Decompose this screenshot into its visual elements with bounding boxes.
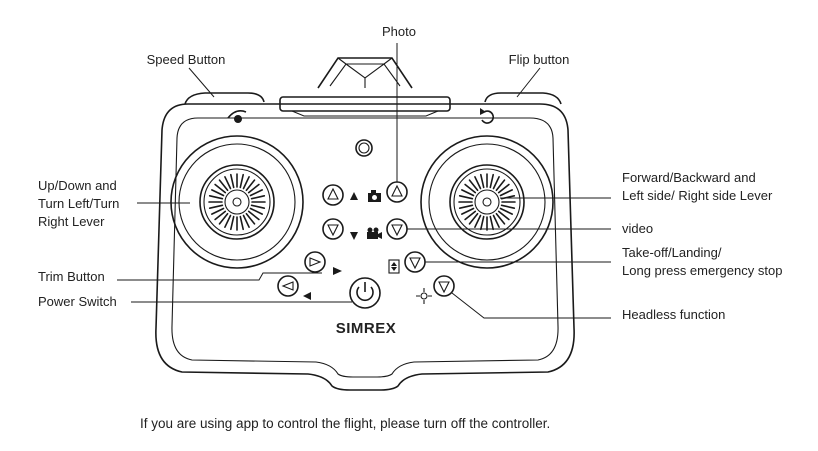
label-headless: Headless function <box>622 307 725 322</box>
footer-note: If you are using app to control the flig… <box>140 416 550 431</box>
joystick-grip-ridge <box>460 207 475 215</box>
takeoff-landing-icon <box>388 259 400 274</box>
label-trim-button: Trim Button <box>38 269 105 284</box>
joystick-grip-ridge <box>245 212 256 225</box>
label-right-lever-line1: Forward/Backward and <box>622 170 756 185</box>
takeoff-landing-button[interactable] <box>404 251 426 273</box>
joystick-grip-ridge <box>224 176 232 190</box>
joystick-grip-ridge <box>239 215 244 231</box>
joystick-grip-ridge <box>230 215 235 231</box>
joystick-grip-ridge <box>208 195 224 200</box>
leader-flip <box>516 67 541 98</box>
trim-left-button[interactable] <box>277 275 299 297</box>
label-left-lever-line1: Up/Down and <box>38 178 117 193</box>
joystick-grip-ridge <box>479 173 485 189</box>
video-icon <box>367 227 382 239</box>
joystick-grip-ridge <box>214 183 227 194</box>
joystick-grip-ridge <box>239 173 244 189</box>
joystick-grip-ridge <box>474 176 482 190</box>
joystick-grip-ridge <box>249 207 264 215</box>
joystick-grip-ridge <box>245 179 256 192</box>
trim-up-button[interactable] <box>322 184 344 206</box>
label-video: video <box>622 221 653 236</box>
brand-logo: SIMREX <box>336 320 397 337</box>
joystick-grip-ridge <box>495 212 506 225</box>
left-arrow-icon <box>303 292 311 300</box>
right-arrow-icon <box>333 267 342 275</box>
joystick-grip-ridge <box>479 215 485 231</box>
speedometer-icon <box>227 110 247 123</box>
joystick-grip-ridge <box>250 195 266 200</box>
label-takeoff-line1: Take-off/Landing/ <box>622 245 722 260</box>
flip-bumper <box>484 92 562 105</box>
joystick-grip-ridge <box>208 204 224 209</box>
label-takeoff-line2: Long press emergency stop <box>622 263 782 278</box>
headless-button[interactable] <box>433 275 455 297</box>
label-speed-button: Speed Button <box>147 52 226 67</box>
joystick-grip-ridge <box>499 189 514 197</box>
speed-bumper <box>184 92 265 105</box>
center-small-button[interactable] <box>355 139 373 157</box>
trim-right-button[interactable] <box>304 251 326 273</box>
joystick-grip-ridge <box>218 179 229 192</box>
joystick-grip-ridge <box>497 210 510 221</box>
joystick-grip-ridge <box>211 207 225 215</box>
joystick-grip-ridge <box>499 207 514 215</box>
right-joystick[interactable] <box>420 135 554 269</box>
joystick-grip-ridge <box>242 214 250 228</box>
leader-trim <box>117 272 322 281</box>
label-power-switch: Power Switch <box>38 294 117 309</box>
joystick-grip-ridge <box>224 214 232 228</box>
controller-body <box>155 103 575 391</box>
joystick-grip-ridge <box>458 204 474 209</box>
joystick-grip-ridge <box>497 183 510 194</box>
photo-button[interactable] <box>386 181 408 203</box>
joystick-grip-ridge <box>495 179 506 192</box>
leader-speed <box>188 67 215 98</box>
left-joystick[interactable] <box>170 135 304 269</box>
joystick-grip-ridge <box>489 173 495 189</box>
joystick-grip-ridge <box>211 189 225 197</box>
flip-icon <box>480 108 495 124</box>
label-photo: Photo <box>382 24 416 39</box>
label-right-lever-line2: Left side/ Right side Lever <box>622 188 773 203</box>
joystick-grip-ridge <box>242 176 250 190</box>
joystick-grip-ridge <box>249 189 264 197</box>
label-left-lever-line3: Right Lever <box>38 214 105 229</box>
down-arrow-icon <box>350 232 358 240</box>
leader-headless <box>451 292 611 319</box>
label-left-lever-line2: Turn Left/Turn <box>38 196 119 211</box>
joystick-grip-ridge <box>468 212 479 225</box>
trim-down-button[interactable] <box>322 218 344 240</box>
joystick-grip-ridge <box>464 183 477 194</box>
label-flip-button: Flip button <box>509 52 570 67</box>
joystick-grip-ridge <box>247 210 260 221</box>
joystick-grip-ridge <box>250 204 266 209</box>
joystick-grip-ridge <box>500 204 516 209</box>
power-switch-button[interactable] <box>349 277 381 309</box>
joystick-grip-ridge <box>230 173 235 189</box>
joystick-grip-ridge <box>464 210 477 221</box>
antenna <box>317 57 413 89</box>
headless-icon <box>416 288 432 304</box>
joystick-grip-ridge <box>218 212 229 225</box>
joystick-grip-ridge <box>492 214 500 228</box>
joystick-grip-ridge <box>489 215 495 231</box>
photo-icon <box>368 190 381 202</box>
video-button[interactable] <box>386 218 408 240</box>
up-arrow-icon <box>350 192 358 200</box>
joystick-grip-ridge <box>460 189 475 197</box>
joystick-grip-ridge <box>468 179 479 192</box>
joystick-grip-ridge <box>458 195 474 200</box>
joystick-grip-ridge <box>214 210 227 221</box>
joystick-grip-ridge <box>474 214 482 228</box>
joystick-grip-ridge <box>492 176 500 190</box>
joystick-grip-ridge <box>247 183 260 194</box>
